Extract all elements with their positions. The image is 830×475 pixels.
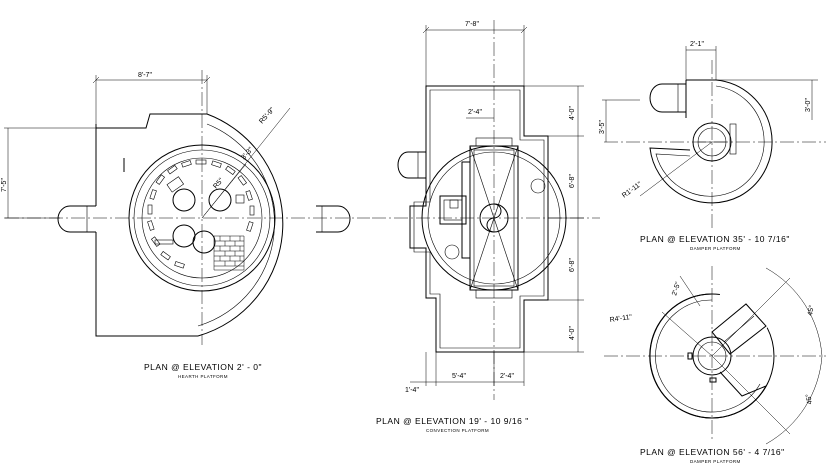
dim-left: 3'-5" [599,120,606,134]
dim-height: 7'-5" [1,178,8,192]
dim-width: 8'-7" [138,72,152,79]
dim-inner: 2'-4" [468,109,482,116]
subcaption-damper: DAMPER PLATFORM [690,246,741,251]
dim-angle-2: 45° [804,393,814,405]
dim-radius-damper: R1'-11" [621,181,644,200]
vent-slots [147,159,255,269]
dim-bottom-mid: 5'-4" [452,373,466,380]
dim-radius: R5'-9" [258,106,276,125]
plan-convection: 7'-8" 2'-4" 4'-0" 6'-8" 6'-8" 4'-0" 1'-4… [372,20,600,433]
dim-angle-1: 45° [806,304,816,316]
dim-bottom-right: 2'-4" [500,373,514,380]
dim-right-2: 6'-8" [569,174,576,188]
subcaption-convection: CONVECTION PLATFORM [426,428,489,433]
dim-top-width: 7'-8" [465,21,479,28]
dim-top: 2'-1" [690,41,704,48]
plan-damper-upper: R4'-11" 2'-5" 45° 45° PLAN @ ELEVATION 5… [604,266,826,464]
caption-damper-upper: PLAN @ ELEVATION 56' - 4 7/16" [640,447,785,457]
plan-hearth: 8'-7" 7'-5" R5'-9" 3'-3" R5" PLAN @ ELEV… [1,70,370,379]
plan-damper: 2'-1" 3'-5" 3'-0" R1'-11" PLAN @ ELEVATI… [599,41,826,251]
caption-damper: PLAN @ ELEVATION 35' - 10 7/16" [640,234,790,244]
dim-bottom-left: 1'-4" [405,387,419,394]
dim-radius-upper: R4'-11" [609,314,633,324]
brick-hatch [213,235,245,271]
dim-a: 2'-5" [671,281,682,297]
dim-right: 3'-0" [805,98,812,112]
caption-convection: PLAN @ ELEVATION 19' - 10 9/16 " [376,416,529,426]
dim-right-1: 4'-0" [569,106,576,120]
dim-inner-b: R5" [212,177,225,191]
dim-right-3: 6'-8" [569,258,576,272]
subcaption-damper-upper: DAMPER PLATFORM [690,459,741,464]
caption-hearth: PLAN @ ELEVATION 2' - 0" [144,362,262,372]
subcaption-hearth: HEARTH PLATFORM [178,374,228,379]
dim-right-4: 4'-0" [569,326,576,340]
